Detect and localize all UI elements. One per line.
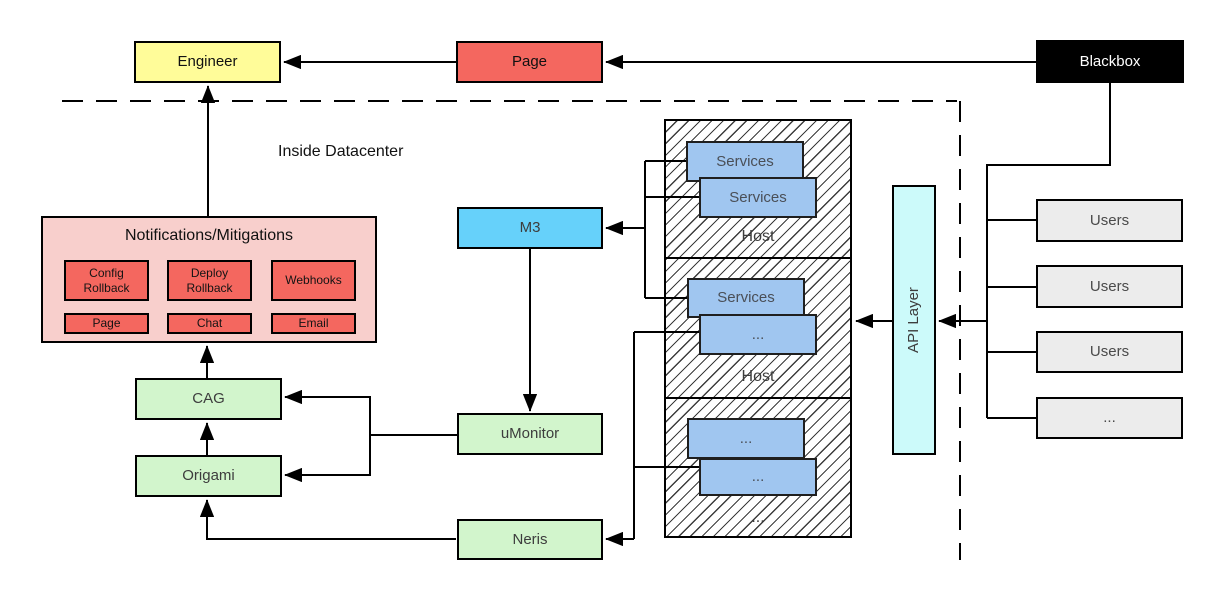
node-umonitor: uMonitor bbox=[457, 413, 603, 455]
services-box: ... bbox=[699, 314, 817, 355]
notif-item-deploy-rollback: Deploy Rollback bbox=[167, 260, 252, 301]
host-label-3: ... bbox=[751, 509, 765, 526]
notif-item-chat: Chat bbox=[167, 313, 252, 334]
node-engineer: Engineer bbox=[134, 41, 281, 83]
services-box: Services bbox=[699, 177, 817, 218]
services-box: ... bbox=[687, 418, 805, 459]
users-box: Users bbox=[1036, 265, 1183, 308]
host-label-1: Host bbox=[741, 228, 775, 245]
notif-item-config-rollback: Config Rollback bbox=[64, 260, 149, 301]
node-api-layer: API Layer bbox=[892, 185, 936, 455]
node-origami: Origami bbox=[135, 455, 282, 497]
node-blackbox: Blackbox bbox=[1036, 40, 1184, 83]
services-box: Services bbox=[687, 278, 805, 318]
host-divider-2 bbox=[666, 397, 850, 399]
users-box: Users bbox=[1036, 331, 1183, 373]
notifications-mitigations-group: Notifications/Mitigations Config Rollbac… bbox=[41, 216, 377, 343]
arrow-neris-to-origami bbox=[199, 499, 456, 540]
inside-datacenter-label: Inside Datacenter bbox=[278, 143, 404, 160]
notif-item-webhooks: Webhooks bbox=[271, 260, 356, 301]
arrow-umonitor-to-cag bbox=[284, 389, 371, 435]
services-box: ... bbox=[699, 458, 817, 496]
host-divider-1 bbox=[666, 257, 850, 259]
host-label-2: Host bbox=[741, 368, 775, 385]
notif-item-page: Page bbox=[64, 313, 149, 334]
services-box: Services bbox=[686, 141, 804, 182]
node-neris: Neris bbox=[457, 519, 603, 560]
notifications-title: Notifications/Mitigations bbox=[124, 227, 294, 244]
node-page: Page bbox=[456, 41, 603, 83]
node-cag: CAG bbox=[135, 378, 282, 420]
users-box: Users bbox=[1036, 199, 1183, 242]
users-box: ... bbox=[1036, 397, 1183, 439]
arrow-umonitor-to-origami bbox=[284, 435, 371, 483]
api-layer-label: API Layer bbox=[905, 287, 922, 353]
node-m3: M3 bbox=[457, 207, 603, 249]
notif-item-email: Email bbox=[271, 313, 356, 334]
